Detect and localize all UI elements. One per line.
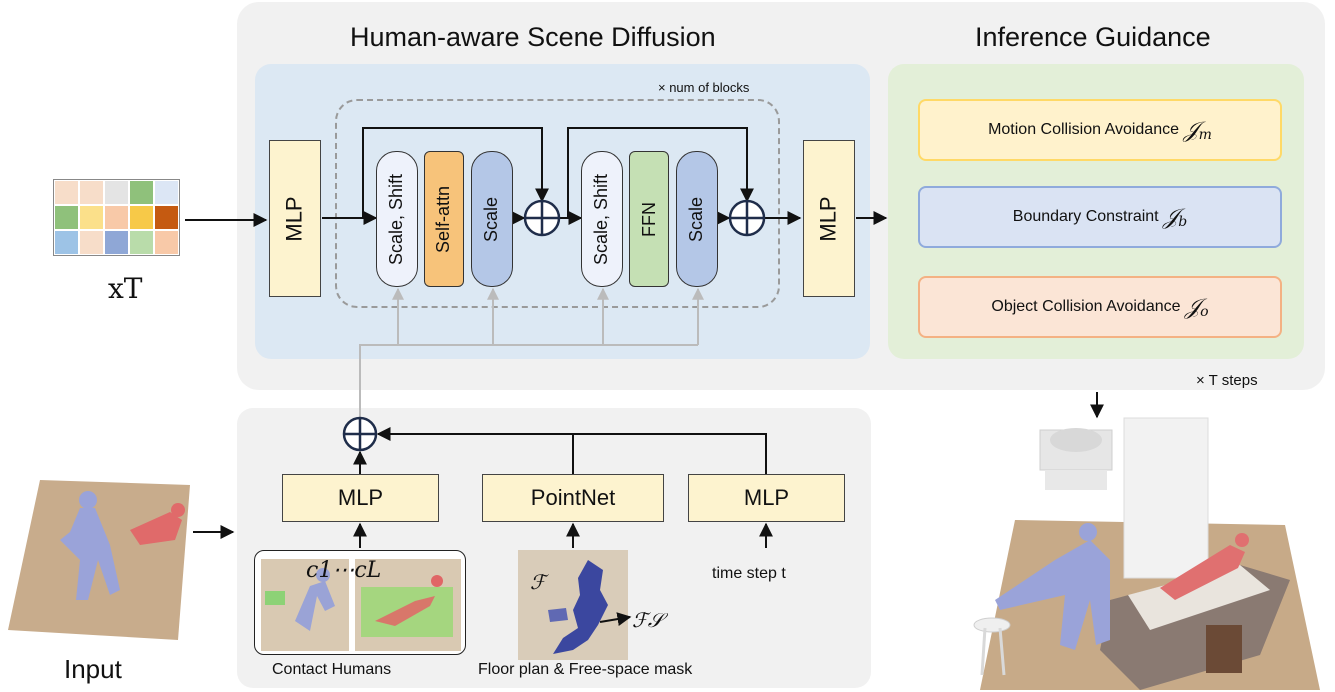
contact-humans-image <box>261 559 461 651</box>
latent-cell <box>54 205 79 230</box>
scale-2: Scale <box>676 151 718 287</box>
latent-grid <box>53 179 180 256</box>
blocks-label: × num of blocks <box>658 80 750 95</box>
ffn-block: FFN <box>629 151 669 287</box>
time-step-label: time step t <box>712 565 786 582</box>
scale-1: Scale <box>471 151 513 287</box>
pointnet-encoder: PointNet <box>482 474 664 522</box>
floor-plan-image <box>518 550 628 660</box>
sum-node-1 <box>523 199 561 237</box>
latent-cell <box>129 180 154 205</box>
latent-cell <box>154 205 179 230</box>
latent-cell <box>104 205 129 230</box>
input-label: Input <box>64 654 122 684</box>
residual-2 <box>567 127 754 218</box>
repeated-block-frame <box>335 99 780 308</box>
latent-cell <box>154 230 179 255</box>
latent-cell <box>104 180 129 205</box>
mlp-contact-encoder: MLP <box>282 474 439 522</box>
mlp-output-block: MLP <box>803 140 855 297</box>
latent-cell <box>129 205 154 230</box>
mlp-input-label: MLP <box>282 195 307 242</box>
residual-1 <box>362 127 549 218</box>
contact-humans-label: Contact Humans <box>272 661 392 678</box>
mlp-input-block: MLP <box>269 140 321 297</box>
latent-cell <box>154 180 179 205</box>
contact-humans-frame <box>254 550 466 655</box>
scale-shift-2: Scale, Shift <box>581 151 623 287</box>
scale-shift-1: Scale, Shift <box>376 151 418 287</box>
contact-symbols: c1⋯cL <box>306 558 382 583</box>
latent-label: xT <box>108 272 143 305</box>
condition-bus <box>359 344 698 418</box>
latent-cell <box>79 205 104 230</box>
free-space-mask-drawing <box>548 560 608 654</box>
latent-cell <box>54 180 79 205</box>
latent-cell <box>104 230 129 255</box>
sum-node-2 <box>728 199 766 237</box>
self-attn-block: Self-attn <box>424 151 464 287</box>
latent-cell <box>79 180 104 205</box>
diffusion-title: Human-aware Scene Diffusion <box>350 22 716 52</box>
guidance-title: Inference Guidance <box>975 22 1211 52</box>
floor-symbol: ℱ <box>530 570 546 594</box>
steps-label: × T steps <box>1196 372 1258 389</box>
latent-cell <box>79 230 104 255</box>
latent-cell <box>129 230 154 255</box>
sum-node-3 <box>342 416 378 452</box>
mlp-output-label: MLP <box>816 195 841 242</box>
latent-cell <box>54 230 79 255</box>
mlp-time-encoder: MLP <box>688 474 845 522</box>
free-space-symbol: ℱ𝒮 <box>632 608 664 632</box>
floor-plan-label: Floor plan & Free-space mask <box>478 661 693 678</box>
